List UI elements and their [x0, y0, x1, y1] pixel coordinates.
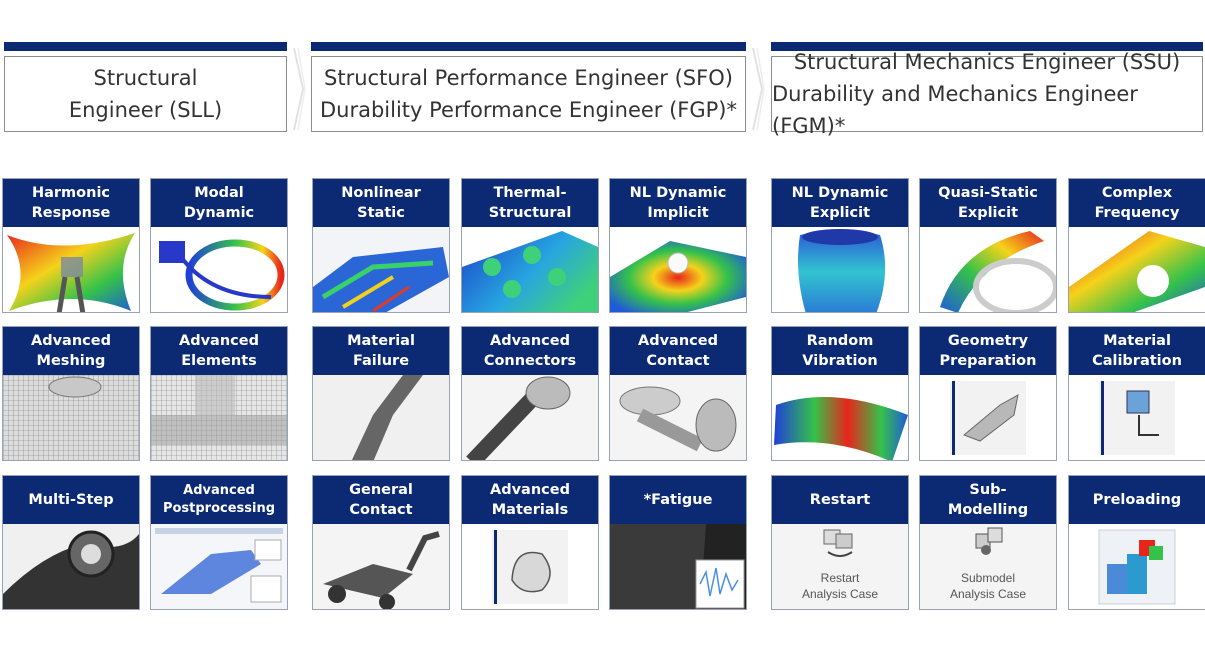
group-header-line1: Structural Mechanics Engineer (SSU)	[793, 50, 1181, 74]
nonlinear-static-image	[313, 227, 449, 312]
harmonic-response-image	[3, 227, 139, 312]
advanced-materials-image	[462, 524, 598, 609]
group-header-sll: Structural Engineer (SLL)	[4, 56, 287, 132]
modal-dynamic-image	[151, 227, 287, 312]
chevron-separator-icon	[752, 47, 765, 131]
random-vibration-image	[772, 375, 908, 460]
fatigue-image	[610, 524, 746, 609]
tile-label: *Fatigue	[610, 476, 746, 524]
group-header-sfo: Structural Performance Engineer (SFO) Du…	[311, 56, 746, 132]
tile-label: Sub-Modelling	[920, 476, 1056, 524]
advanced-elements-image	[151, 375, 287, 460]
group-bar-1	[4, 42, 287, 51]
group-header-line1: Structural	[93, 66, 198, 90]
advanced-connectors-image	[462, 375, 598, 460]
group-bar-3	[771, 42, 1203, 51]
general-contact-image	[313, 524, 449, 609]
tile-preloading[interactable]: Preloading	[1068, 475, 1205, 610]
tile-fatigue[interactable]: *Fatigue	[609, 475, 747, 610]
group-header-line1: Structural Performance Engineer (SFO)	[324, 66, 733, 90]
tile-label: Thermal-Structural	[462, 179, 598, 227]
material-calibration-image	[1069, 375, 1205, 460]
group-header-line2: Engineer (SLL)	[68, 98, 223, 122]
geometry-preparation-image	[920, 375, 1056, 460]
tile-multi-step[interactable]: Multi-Step	[2, 475, 140, 610]
chevron-separator-icon	[293, 47, 306, 131]
nl-dynamic-explicit-image	[772, 227, 908, 312]
thermal-structural-image	[462, 227, 598, 312]
tile-label: Preloading	[1069, 476, 1205, 524]
tile-thermal-structural[interactable]: Thermal-Structural	[461, 178, 599, 313]
preloading-image	[1069, 524, 1205, 609]
tile-label: Restart	[772, 476, 908, 524]
complex-frequency-image	[1069, 227, 1205, 312]
advanced-contact-image	[610, 375, 746, 460]
group-bar-2	[311, 42, 746, 51]
quasi-static-explicit-image	[920, 227, 1056, 312]
advanced-meshing-image	[3, 375, 139, 460]
group-header-line2: Durability Performance Engineer (FGP)*	[319, 98, 737, 122]
material-failure-image	[313, 375, 449, 460]
tile-label: Multi-Step	[3, 476, 139, 524]
group-header-ssu: Structural Mechanics Engineer (SSU) Dura…	[771, 50, 1203, 138]
group-header-line2: Durability and Mechanics Engineer (FGM)*	[772, 82, 1138, 138]
multi-step-image	[3, 524, 139, 609]
advanced-postprocessing-image	[151, 524, 287, 609]
nl-dynamic-implicit-image	[610, 227, 746, 312]
